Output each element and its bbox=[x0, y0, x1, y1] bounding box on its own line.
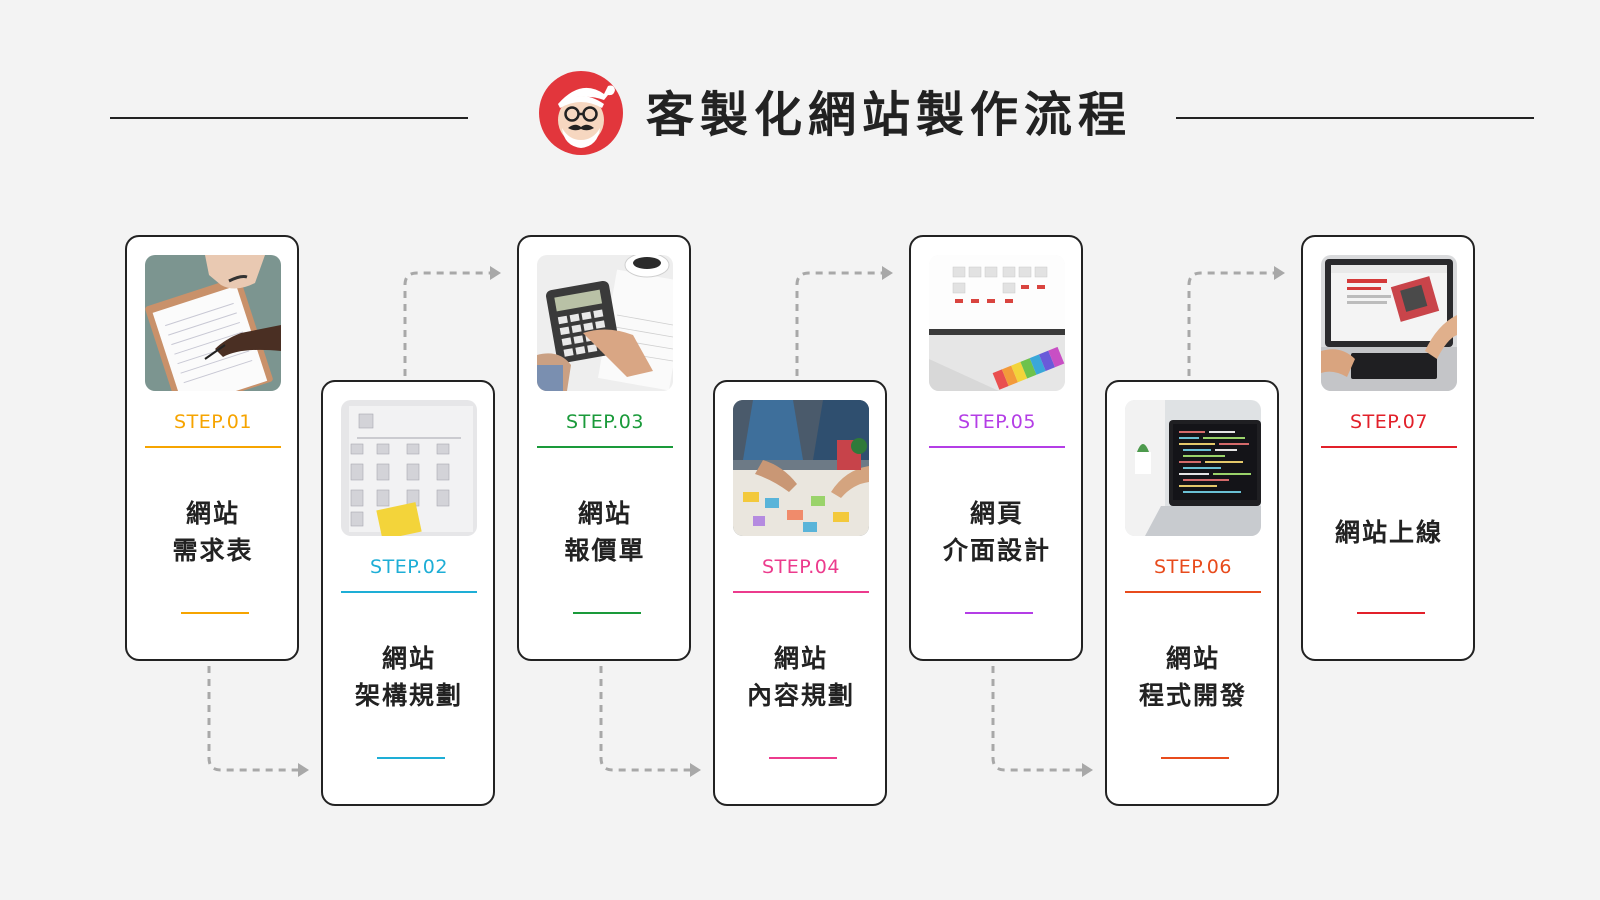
step-card-3: STEP.03 網站 報價單 bbox=[517, 235, 691, 661]
step-accent-line bbox=[769, 757, 837, 759]
connector-arrow-icon bbox=[490, 266, 501, 280]
step-label: STEP.02 bbox=[341, 556, 477, 578]
connector-arrow-icon bbox=[690, 763, 701, 777]
connector-line bbox=[601, 666, 690, 770]
step-label: STEP.04 bbox=[733, 556, 869, 578]
page-title: 客製化網站製作流程 bbox=[646, 82, 1132, 148]
step-label: STEP.05 bbox=[929, 411, 1065, 433]
step-title-line: 網站 bbox=[578, 495, 632, 532]
step-accent-line bbox=[1357, 612, 1425, 614]
step-title: 網站 架構規劃 bbox=[331, 632, 487, 722]
step-card-7: STEP.07 網站上線 bbox=[1301, 235, 1475, 661]
title-divider-left bbox=[110, 117, 468, 119]
step-title-line: 網站 bbox=[382, 640, 436, 677]
step-underline bbox=[537, 446, 673, 448]
step-accent-line bbox=[181, 612, 249, 614]
step-label: STEP.01 bbox=[145, 411, 281, 433]
laptop-code-photo bbox=[1125, 400, 1261, 536]
title-divider-right bbox=[1176, 117, 1534, 119]
step-underline bbox=[733, 591, 869, 593]
connector-arrow-icon bbox=[298, 763, 309, 777]
step-title: 網站 程式開發 bbox=[1115, 632, 1271, 722]
connector-line bbox=[797, 273, 882, 376]
step-underline bbox=[929, 446, 1065, 448]
step-accent-line bbox=[1161, 757, 1229, 759]
step-title-line: 報價單 bbox=[564, 532, 645, 569]
step-title-line: 需求表 bbox=[172, 532, 253, 569]
connector-line bbox=[1189, 273, 1274, 376]
step-accent-line bbox=[573, 612, 641, 614]
step-card-6: STEP.06 網站 程式開發 bbox=[1105, 380, 1279, 806]
step-underline bbox=[1125, 591, 1261, 593]
laptop-website-photo bbox=[1321, 255, 1457, 391]
step-title-line: 架構規劃 bbox=[355, 677, 463, 714]
step-title: 網站 內容規劃 bbox=[723, 632, 879, 722]
step-underline bbox=[145, 446, 281, 448]
calculator-photo bbox=[537, 255, 673, 391]
step-card-2: STEP.02 網站 架構規劃 bbox=[321, 380, 495, 806]
step-card-1: STEP.01 網站 需求表 bbox=[125, 235, 299, 661]
connector-line bbox=[209, 666, 298, 770]
step-title-line: 網站上線 bbox=[1335, 514, 1443, 551]
step-label: STEP.06 bbox=[1125, 556, 1261, 578]
connector-line bbox=[405, 273, 490, 376]
connector-arrow-icon bbox=[1274, 266, 1285, 280]
step-underline bbox=[341, 591, 477, 593]
connector-arrow-icon bbox=[882, 266, 893, 280]
step-title-line: 介面設計 bbox=[943, 532, 1051, 569]
step-title-line: 網站 bbox=[186, 495, 240, 532]
step-accent-line bbox=[965, 612, 1033, 614]
clipboard-form-photo bbox=[145, 255, 281, 391]
step-title: 網站 報價單 bbox=[527, 487, 683, 577]
step-title-line: 內容規劃 bbox=[747, 677, 855, 714]
step-title-line: 程式開發 bbox=[1139, 677, 1247, 714]
step-title: 網站上線 bbox=[1311, 487, 1467, 577]
step-title: 網站 需求表 bbox=[135, 487, 291, 577]
step-label: STEP.03 bbox=[537, 411, 673, 433]
step-card-4: STEP.04 網站 內容規劃 bbox=[713, 380, 887, 806]
step-card-5: STEP.05 網頁 介面設計 bbox=[909, 235, 1083, 661]
step-underline bbox=[1321, 446, 1457, 448]
ui-design-color-swatch-photo bbox=[929, 255, 1065, 391]
step-accent-line bbox=[377, 757, 445, 759]
step-title-line: 網頁 bbox=[970, 495, 1024, 532]
step-title: 網頁 介面設計 bbox=[919, 487, 1075, 577]
sitemap-wireframe-photo bbox=[341, 400, 477, 536]
step-title-line: 網站 bbox=[1166, 640, 1220, 677]
connector-arrow-icon bbox=[1082, 763, 1093, 777]
connector-line bbox=[993, 666, 1082, 770]
step-label: STEP.07 bbox=[1321, 411, 1457, 433]
team-planning-photo bbox=[733, 400, 869, 536]
santa-logo-icon bbox=[538, 70, 624, 156]
step-title-line: 網站 bbox=[774, 640, 828, 677]
